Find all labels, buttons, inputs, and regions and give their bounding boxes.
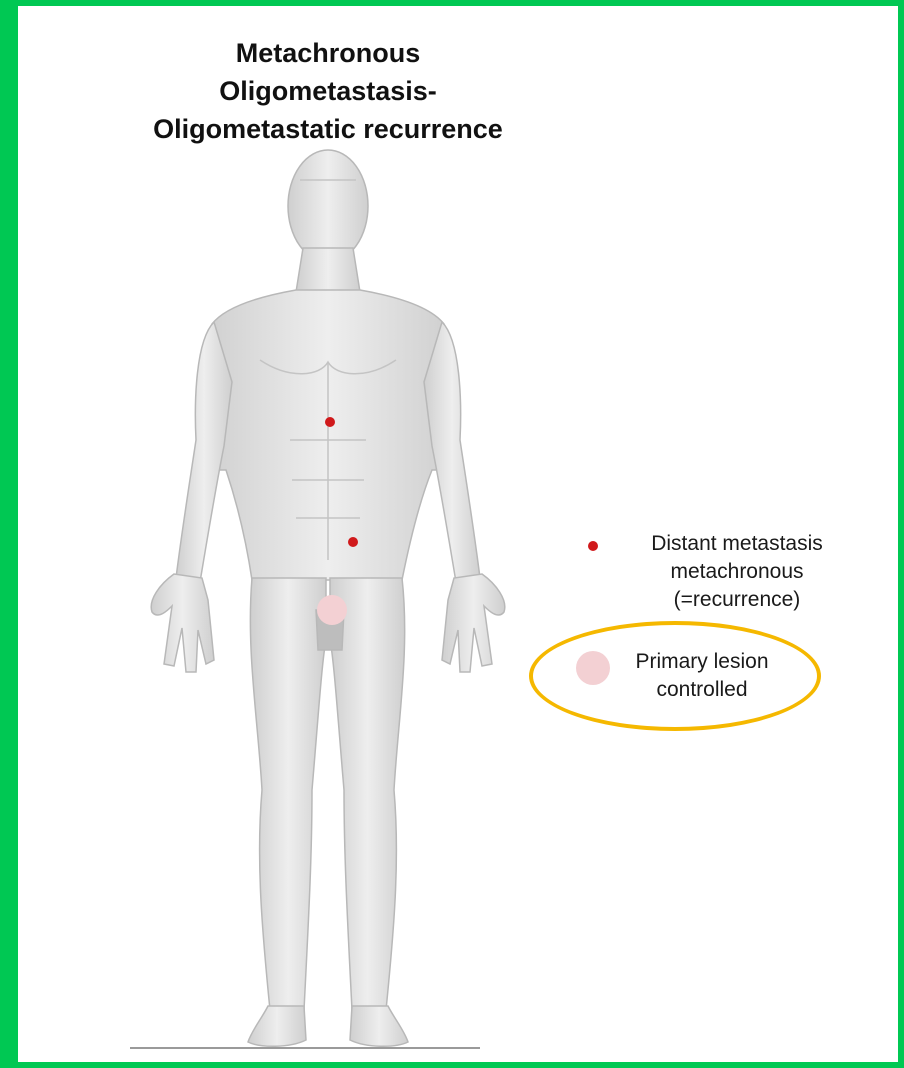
distant-legend-line-2: metachronous [622,558,852,586]
right-foot [350,1006,408,1046]
head [288,150,368,262]
primary-lesion-marker [317,595,347,625]
left-leg [250,578,326,1010]
left-hand [151,574,214,672]
distant-legend-line-3: (=recurrence) [622,586,852,614]
primary-legend-line-2: controlled [612,676,792,704]
primary-legend-line-1: Primary lesion [612,648,792,676]
primary-lesion-legend: Primary lesion controlled [612,648,792,704]
right-hand [442,574,505,672]
metastasis-marker-chest [325,417,335,427]
primary-lesion-legend-marker [576,651,610,685]
distant-metastasis-legend-marker [588,541,598,551]
neck [296,248,360,292]
metastasis-marker-abdomen [348,537,358,547]
distant-metastasis-legend: Distant metastasis metachronous (=recurr… [622,530,852,614]
left-foot [248,1006,306,1046]
distant-legend-line-1: Distant metastasis [622,530,852,558]
